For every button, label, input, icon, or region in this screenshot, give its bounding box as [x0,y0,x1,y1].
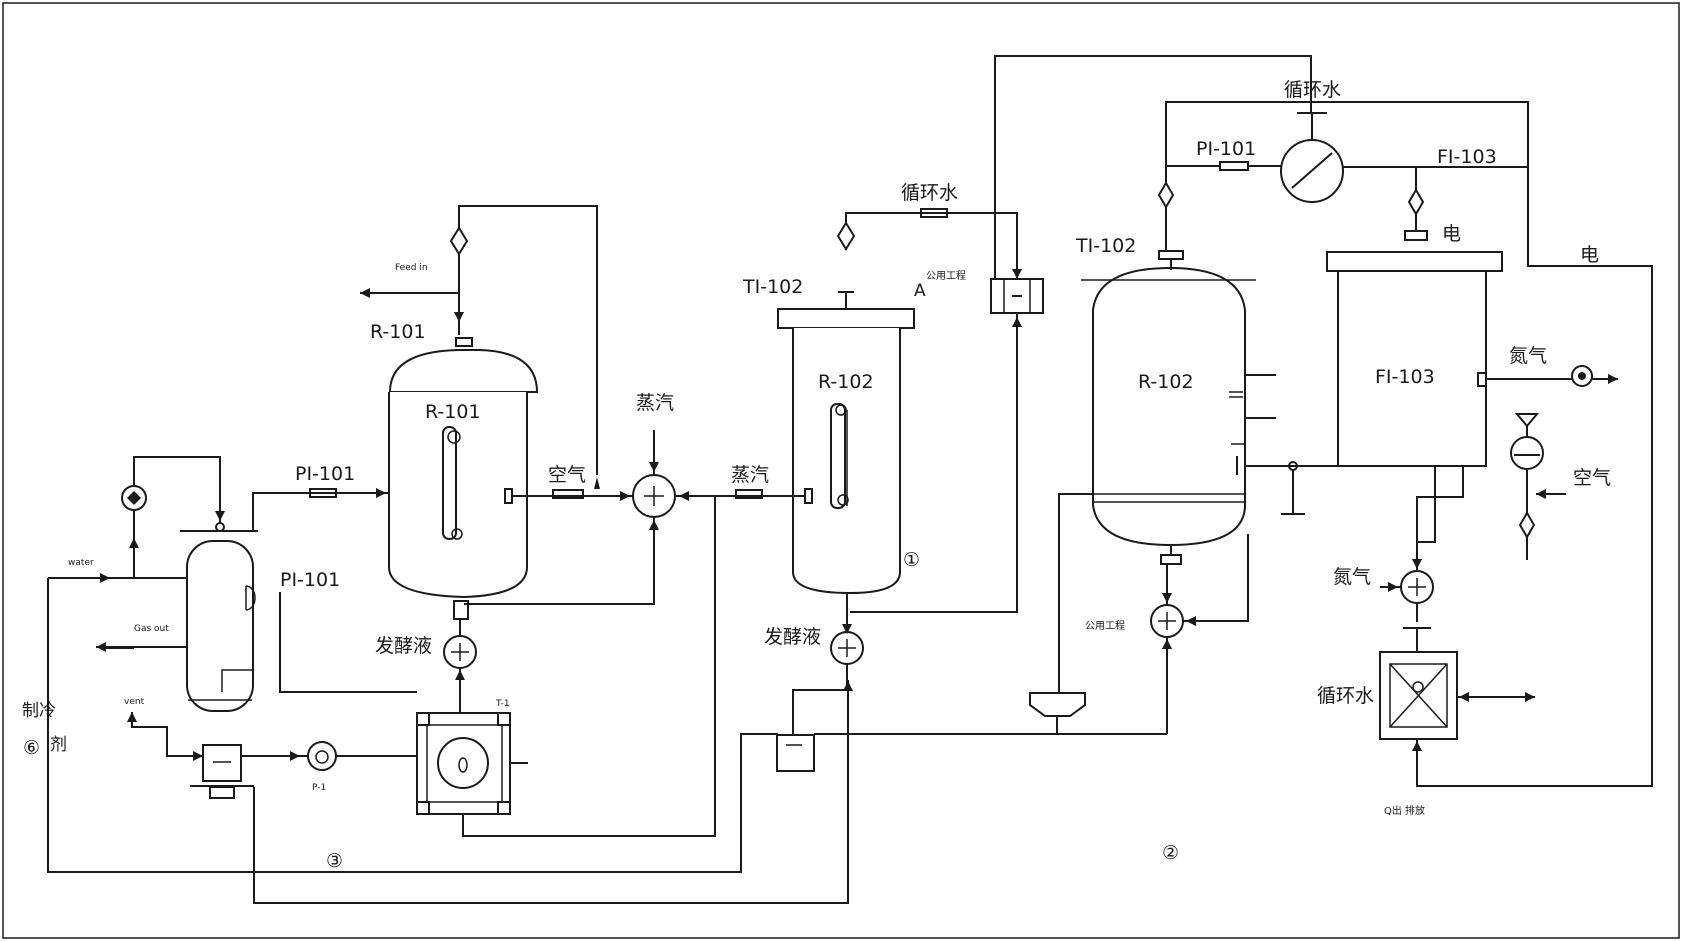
label-r102-vessel: R-102 [1138,371,1194,393]
label-steam-top: 蒸汽 [636,392,674,414]
label-utility-b: 公用工程 [1085,620,1125,632]
label-pi101-c: PI-101 [1196,138,1256,160]
label-left-1: 制冷 [22,701,56,721]
left-column-vessel [180,522,258,712]
label-nitrogen-in: 氮气 [1333,566,1371,588]
label-pi101-b: PI-101 [280,569,340,591]
diagram-labels: R-101 R-101 R-102 R-102 TI-102 TI-102 PI… [22,79,1611,872]
label-cw-top: 循环水 [1284,79,1341,101]
label-pi101-a: PI-101 [295,463,355,485]
label-cw-center: 循环水 [901,182,958,204]
reactor-r101 [388,337,539,620]
label-temp: T-1 [495,699,510,709]
label-circle-1: ① [903,549,920,571]
label-air-right: 空气 [1573,467,1611,489]
funnel-separator [1029,692,1086,733]
exchanger-box-1 [416,712,511,815]
ground-symbol [1281,461,1305,515]
label-cw-right: 循环水 [1317,685,1374,707]
label-circle-2: ② [1162,842,1179,864]
mixer-nitrogen [1400,570,1434,604]
label-vent: vent [124,697,145,707]
filter-box [990,278,1044,314]
label-ti102-b: TI-102 [1075,235,1136,257]
pump-small [307,741,337,771]
column-r102-a [777,308,915,595]
pump-filled-left [121,485,147,511]
label-fi103-line: FI-103 [1437,146,1497,168]
label-steam-line: 蒸汽 [731,464,769,486]
mixer-utility [1150,604,1184,638]
label-circle-6: ⑥ [23,737,40,759]
tank-fi103 [1326,230,1503,467]
exchanger-box-2 [1379,651,1458,740]
label-bottom-right: Q出 排放 [1384,804,1425,817]
label-ti102-a: TI-102 [742,276,803,298]
label-left-2: 剂 [50,735,67,755]
label-feed-in: Feed in [395,263,428,273]
flow-arrows [96,269,1618,761]
label-circle-3: ③ [326,850,343,872]
small-drum-center [776,734,815,772]
instrument-diamonds [449,181,1536,539]
label-r101-top: R-101 [370,321,426,343]
label-ferment-a: 发酵液 [375,635,432,657]
label-utility-a: 公用工程 [926,270,966,282]
label-fi103-tank: FI-103 [1375,366,1435,388]
flowmeter-right [1510,413,1544,470]
label-air-line: 空气 [548,464,586,486]
label-letter-a: A [914,281,926,301]
label-nitrogen-out: 氮气 [1509,345,1547,367]
nitrogen-outlet [1571,365,1593,387]
mixer-steam [632,474,676,518]
label-water: water [68,558,94,568]
process-piping [47,55,1653,904]
mixer-ferment-1 [443,635,477,669]
label-ferment-b: 发酵液 [764,626,821,648]
label-elec-a: 电 [1442,223,1461,245]
label-elec-b: 电 [1580,244,1599,266]
label-r101-vessel: R-101 [425,401,481,423]
vessel-r102-b [1081,250,1276,565]
flow-indicator-valve [1280,112,1344,203]
mixer-ferment-2 [830,631,864,665]
label-gas-out: Gas out [134,624,169,634]
small-drum-left [190,744,254,799]
label-r102-column: R-102 [818,371,874,393]
label-pump: P-1 [312,783,326,793]
